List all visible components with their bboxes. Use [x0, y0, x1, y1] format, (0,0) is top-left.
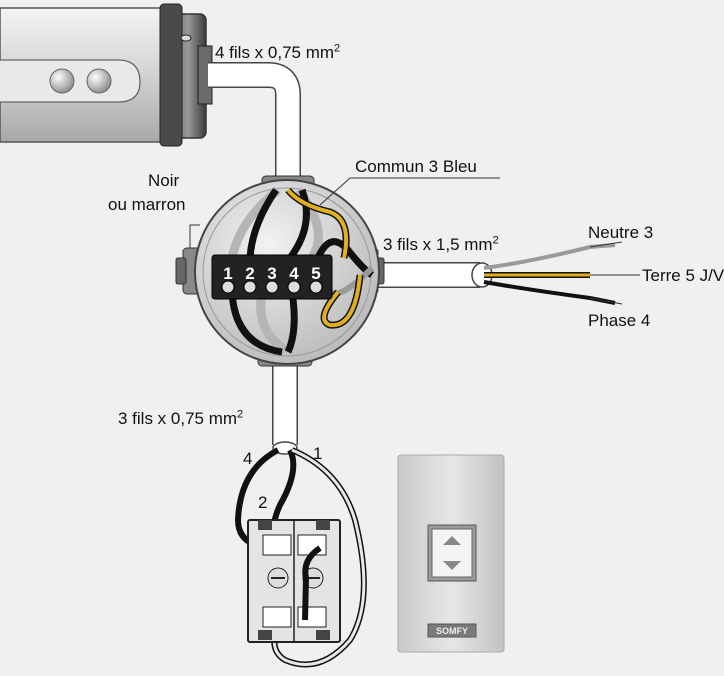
motor-cable-label: 4 fils x 0,75 mm2	[215, 42, 341, 62]
supply-cable-label: 3 fils x 1,5 mm2	[383, 234, 499, 254]
supply-cable	[370, 241, 640, 305]
neutre-label: Neutre 3	[588, 223, 654, 242]
wire-neutre	[483, 243, 616, 270]
terminal-3: 3	[267, 264, 276, 283]
down-arrow-icon	[443, 561, 461, 570]
terminal-5: 5	[311, 264, 320, 283]
up-arrow-icon	[443, 536, 461, 545]
terre-label: Terre 5 J/V	[642, 266, 724, 285]
terminal-2: 2	[245, 264, 254, 283]
terminal-screws	[221, 280, 323, 294]
somfy-logo: SOMFY	[436, 626, 468, 636]
motor	[0, 3, 213, 147]
junction-box: 1 2 3 4 5	[175, 175, 385, 367]
terminal-4: 4	[289, 264, 299, 283]
switch-cable-label: 3 fils x 0,75 mm2	[118, 408, 244, 428]
wire-1-label: 1	[313, 444, 323, 463]
noir-label: Noir	[148, 171, 180, 190]
phase-label: Phase 4	[588, 311, 651, 330]
wire-phase	[483, 280, 616, 305]
motor-cable	[208, 62, 301, 185]
wire-2-label: 2	[258, 493, 268, 512]
terminal-1: 1	[223, 264, 232, 283]
switch-mechanism	[247, 519, 341, 643]
ou-marron-label: ou marron	[108, 195, 186, 214]
commun-label: Commun 3 Bleu	[355, 157, 477, 176]
switch-plate: SOMFY	[397, 454, 505, 653]
switch-cable	[272, 360, 298, 455]
leader-lines	[189, 177, 500, 248]
wire-4-label: 4	[243, 449, 253, 468]
